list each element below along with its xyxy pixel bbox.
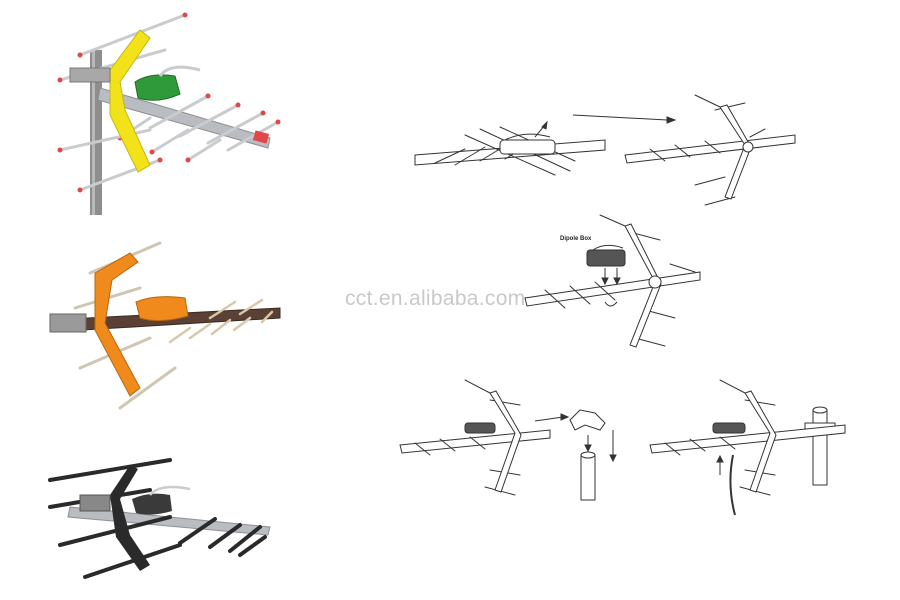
diagram-step-mount-mast (645, 375, 855, 520)
diagram-step-connect-cable (395, 375, 635, 505)
orange-antenna-photo (40, 238, 290, 418)
watermark-text: cct.en.alibaba.com (345, 287, 526, 310)
diagram-step-dipole-box: Dipole Box (505, 210, 705, 355)
dipole-box-label: Dipole Box (560, 236, 592, 242)
diagram-step-fold (405, 85, 805, 215)
yellow-antenna-photo (40, 10, 300, 215)
black-antenna-photo (40, 455, 280, 585)
